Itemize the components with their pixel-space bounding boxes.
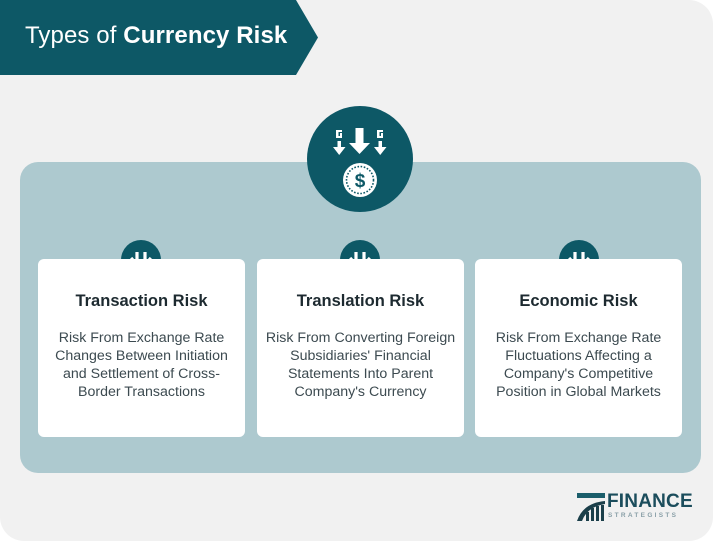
card-title: Transaction Risk — [75, 292, 208, 310]
risk-card-translation: Translation Risk Risk From Converting Fo… — [257, 259, 464, 437]
header-banner: Types of Currency Risk — [0, 0, 320, 75]
svg-text:$: $ — [355, 171, 366, 192]
card-description: Risk From Exchange Rate Changes Between … — [55, 330, 228, 400]
card-description: Risk From Converting Foreign Subsidiarie… — [265, 330, 456, 400]
logo-mark-icon — [577, 493, 605, 521]
card-description: Risk From Exchange Rate Fluctuations Aff… — [495, 330, 662, 400]
risk-card-transaction: Transaction Risk Risk From Exchange Rate… — [38, 259, 245, 437]
logo-subtitle: STRATEGISTS — [608, 512, 679, 519]
card-title: Translation Risk — [296, 292, 425, 310]
page-title-bold: Currency Risk — [123, 22, 288, 49]
currency-arrows-coin-icon: $ — [307, 106, 413, 212]
page-title: Types of Currency Risk — [25, 22, 287, 50]
card-title: Economic Risk — [519, 292, 638, 310]
page-title-light: Types of — [25, 22, 124, 49]
banner-shape — [0, 0, 318, 75]
logo-name: FINANCE — [607, 491, 693, 512]
finance-strategists-logo: FINANCE STRATEGISTS — [575, 490, 695, 524]
risk-card-economic: Economic Risk Risk From Exchange Rate Fl… — [475, 259, 682, 437]
